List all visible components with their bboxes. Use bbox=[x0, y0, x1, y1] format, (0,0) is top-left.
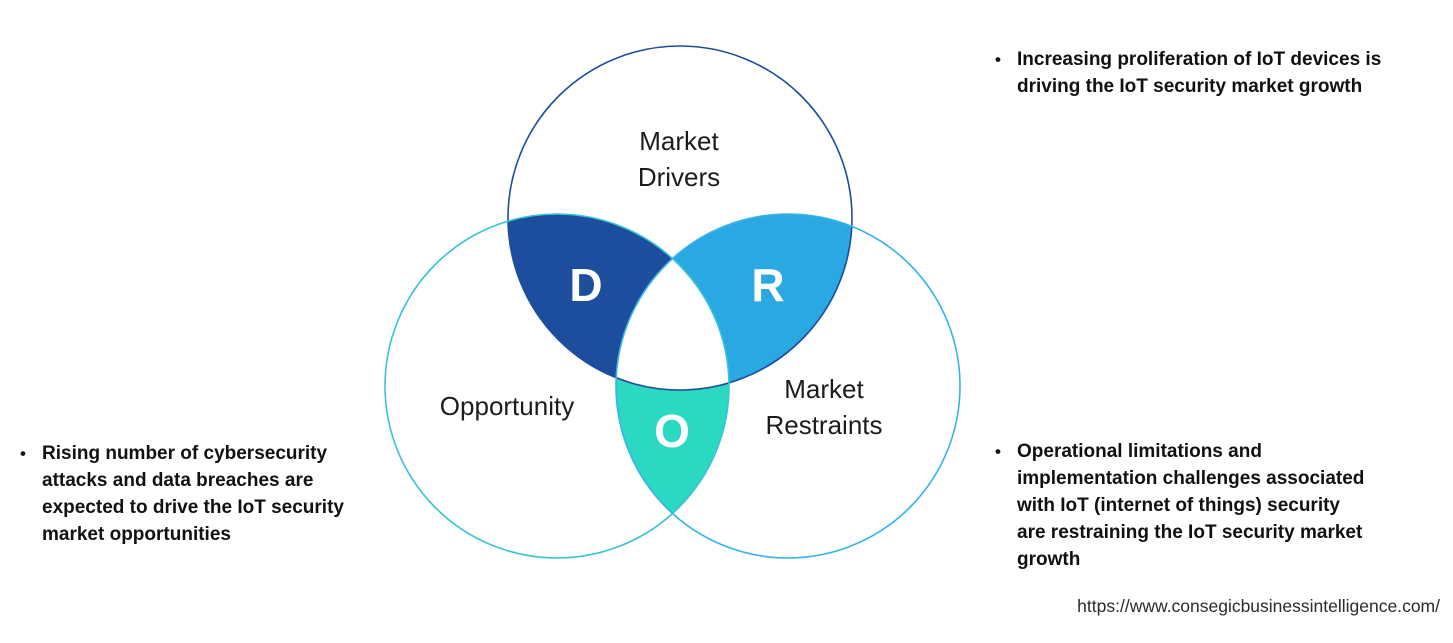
circle-opportunity-outline bbox=[384, 213, 730, 559]
bullet-restraints-note: • Operational limitations and implementa… bbox=[995, 438, 1365, 573]
label-market-drivers: Market Drivers bbox=[637, 126, 721, 192]
bullet-opportunity-note: • Rising number of cybersecurity attacks… bbox=[20, 440, 362, 548]
bullet-opportunity-text: Rising number of cybersecurity attacks a… bbox=[42, 443, 344, 545]
bullet-icon: • bbox=[995, 50, 1001, 69]
bullet-icon: • bbox=[20, 444, 26, 463]
label-opportunity: Opportunity bbox=[439, 391, 575, 421]
circle-drivers-outline bbox=[507, 45, 853, 391]
footer-url: https://www.consegicbusinessintelligence… bbox=[1077, 596, 1440, 616]
bullet-drivers-text: Increasing proliferation of IoT devices … bbox=[1017, 49, 1382, 97]
bullet-drivers-note: • Increasing proliferation of IoT device… bbox=[995, 46, 1422, 100]
bullet-icon: • bbox=[995, 442, 1001, 461]
letter-o: O bbox=[654, 405, 690, 457]
bullet-restraints-text: Operational limitations and implementati… bbox=[1017, 441, 1365, 570]
label-market-restraints: Market Restraints bbox=[765, 374, 883, 440]
letter-r: R bbox=[751, 259, 785, 311]
letter-d: D bbox=[569, 259, 603, 311]
circle-restraints-outline bbox=[615, 213, 961, 559]
